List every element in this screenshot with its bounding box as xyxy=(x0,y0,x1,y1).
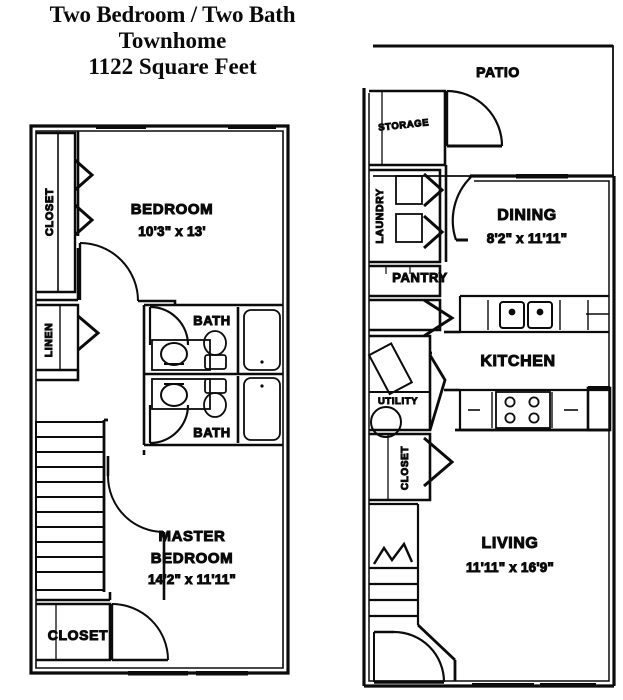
closet-hall-door xyxy=(423,436,455,488)
label-linen: LINEN xyxy=(43,323,55,358)
main-stair-break-arrow xyxy=(372,541,414,565)
room-closet-master xyxy=(36,602,112,662)
label-bath-lower: BATH xyxy=(193,425,231,440)
closet-master-door xyxy=(110,603,169,662)
upper-floor-plan: CLOSET xyxy=(29,124,290,676)
bath-upper-door xyxy=(148,305,190,346)
utility-water-heater xyxy=(370,406,402,438)
kitchen-refrigerator xyxy=(586,386,612,432)
utility-door xyxy=(428,351,447,431)
dimensions-bedroom: 10'3" x 13' xyxy=(138,224,206,239)
room-pantry xyxy=(369,264,442,298)
upper-exterior-walls xyxy=(29,124,290,675)
upper-interior-walls-d xyxy=(36,532,166,602)
label-kitchen: KITCHEN xyxy=(480,353,555,370)
upper-interior-walls-a xyxy=(36,131,80,302)
bath-upper-toilet xyxy=(203,330,227,370)
kitchen-range xyxy=(495,391,551,429)
hall-closet-upper-door xyxy=(423,298,455,338)
label-closet-bedroom: CLOSET xyxy=(44,188,56,236)
upper-windows-bottom xyxy=(128,671,248,676)
title-line-square-feet: 1122 Square Feet xyxy=(88,53,257,79)
main-entry-door xyxy=(373,630,446,684)
room-laundry-walls xyxy=(369,168,442,264)
kitchen-peninsula-walls xyxy=(444,330,460,392)
room-closet-hall xyxy=(369,432,432,502)
upper-stair-rail xyxy=(102,418,108,592)
pantry-shelf-ticks xyxy=(385,266,411,274)
room-linen xyxy=(36,303,80,372)
label-master-bedroom-line1: MASTER xyxy=(159,528,226,545)
closet-bedroom-bifold-doors xyxy=(74,158,95,237)
bath-upper-vanity xyxy=(151,339,211,371)
laundry-appliances xyxy=(395,175,423,243)
bath-lower-vanity xyxy=(151,378,211,410)
bath-block-walls xyxy=(142,303,283,447)
bath-upper-tub xyxy=(243,309,281,371)
bath-lower-tub xyxy=(243,377,281,441)
hall-closet-upper xyxy=(369,298,442,332)
main-windows-dining xyxy=(516,174,568,179)
dimensions-living: 11'11" x 16'9" xyxy=(466,560,554,575)
main-exterior-wall-inner xyxy=(368,93,610,682)
label-storage: STORAGE xyxy=(378,117,430,133)
kitchen-lower-counter xyxy=(458,388,609,432)
patio-entry-door xyxy=(451,176,472,242)
label-patio: PATIO xyxy=(476,64,520,80)
storage-door xyxy=(445,89,504,148)
dimensions-master-bedroom: 14'2" x 11'11" xyxy=(148,572,236,587)
label-laundry: LAUNDRY xyxy=(374,188,386,243)
kitchen-sink xyxy=(499,301,553,329)
label-living: LIVING xyxy=(482,535,539,552)
bath-lower-toilet xyxy=(203,378,227,418)
title-line-unit-style: Townhome xyxy=(118,27,227,53)
main-stair-wall xyxy=(417,623,457,681)
upper-stairs xyxy=(35,421,105,591)
room-closet-bedroom xyxy=(36,131,77,294)
bath-lower-door xyxy=(148,404,190,445)
label-closet-master: CLOSET xyxy=(48,627,108,643)
bedroom-door xyxy=(78,242,139,302)
page-title: Two Bedroom / Two Bath Townhome 1122 Squ… xyxy=(0,2,345,79)
label-bedroom: BEDROOM xyxy=(131,201,214,218)
room-storage xyxy=(369,89,447,167)
upper-interior-walls-c xyxy=(36,370,80,382)
label-utility: UTILITY xyxy=(378,396,418,407)
upper-windows-top xyxy=(96,124,276,129)
linen-door xyxy=(77,314,101,352)
master-bedroom-door xyxy=(106,450,165,533)
utility-furnace xyxy=(367,342,414,396)
label-master-bedroom-line2: BEDROOM xyxy=(151,550,234,567)
title-line-unit-type: Two Bedroom / Two Bath xyxy=(49,2,296,27)
main-stairs xyxy=(369,502,420,625)
label-bath-upper: BATH xyxy=(193,313,231,328)
laundry-doors xyxy=(423,172,445,250)
label-closet-hall: CLOSET xyxy=(400,446,411,490)
main-windows-bottom xyxy=(472,683,596,688)
kitchen-upper-counter xyxy=(458,294,609,334)
label-pantry: PANTRY xyxy=(392,270,448,285)
label-dining: DINING xyxy=(497,207,557,224)
dimensions-dining: 8'2" x 11'11" xyxy=(487,231,567,246)
main-floor-plan: PATIO xyxy=(362,44,616,688)
